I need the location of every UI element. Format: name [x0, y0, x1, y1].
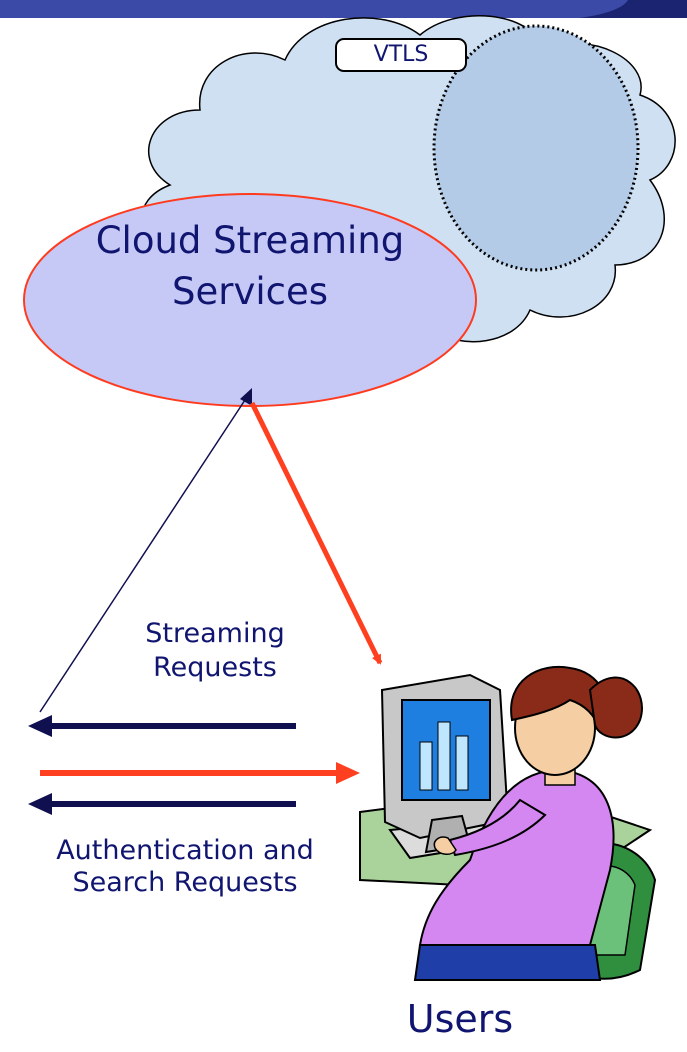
streaming-request-arrowhead	[240, 388, 252, 406]
request-arrowhead-top	[28, 715, 52, 737]
cloud-streaming-services-label: Cloud Streaming Services	[95, 219, 405, 313]
user-at-computer-illustration	[359, 665, 657, 981]
vtls-label: VTLS	[373, 42, 429, 67]
vtls-node	[432, 24, 640, 272]
stream-arrowhead-middle	[336, 762, 360, 784]
vtls-label-box	[335, 38, 467, 72]
header-corner-shape	[580, 0, 687, 18]
cloud-streaming-services-node	[23, 193, 477, 407]
streaming-request-line	[39, 399, 246, 713]
request-arrowhead-bottom	[28, 793, 52, 815]
header-bar	[0, 0, 687, 18]
streaming-requests-label: Streaming Requests	[145, 618, 285, 683]
authentication-search-requests-label: Authentication and Search Requests	[56, 835, 314, 898]
users-label: Users	[406, 997, 514, 1041]
stream-delivery-arrow	[249, 401, 383, 665]
